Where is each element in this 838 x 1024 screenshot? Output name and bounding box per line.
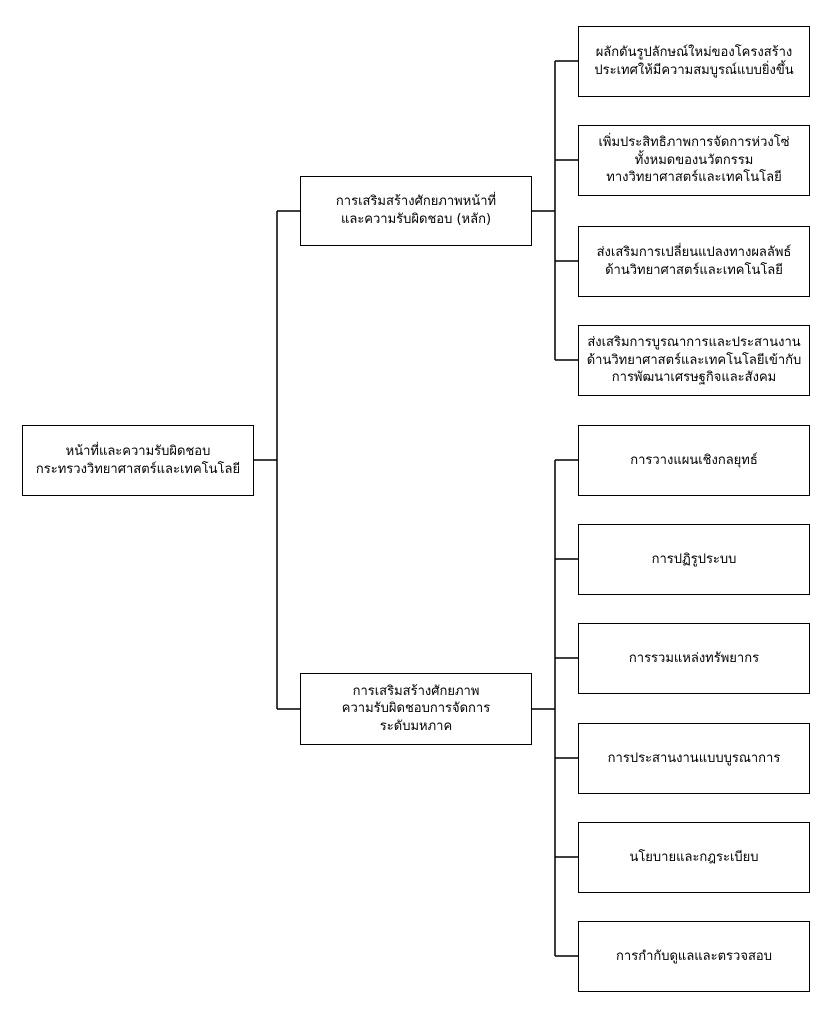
- leaf-node: การประสานงานแบบบูรณาการ: [578, 723, 810, 794]
- leaf-node: ผลักดันรูปลักษณ์ใหม่ของโครงสร้าง ประเทศใ…: [578, 26, 810, 97]
- leaf-node-label: นโยบายและกฎระเบียบ: [629, 849, 759, 865]
- leaf-node-label: ผลักดันรูปลักษณ์ใหม่ของโครงสร้าง ประเทศใ…: [594, 44, 794, 78]
- leaf-node: การรวมแหล่งทรัพยากร: [578, 623, 810, 694]
- leaf-node-label: เพิ่มประสิทธิภาพการจัดการห่วงโซ่ ทั้งหมด…: [598, 135, 790, 186]
- leaf-node: การวางแผนเชิงกลยุทธ์: [578, 425, 810, 496]
- root-node: หน้าที่และความรับผิดชอบ กระทรวงวิทยาศาสต…: [22, 425, 254, 496]
- leaf-node-label: การปฏิรูประบบ: [651, 551, 737, 567]
- leaf-node: เพิ่มประสิทธิภาพการจัดการห่วงโซ่ ทั้งหมด…: [578, 125, 810, 196]
- branch-node-label: การเสริมสร้างศักยภาพ ความรับผิดชอบการจัด…: [341, 683, 491, 734]
- leaf-node: นโยบายและกฎระเบียบ: [578, 822, 810, 893]
- branch-node-core-responsibilities: การเสริมสร้างศักยภาพหน้าที่ และความรับผิ…: [300, 176, 532, 246]
- leaf-node: ส่งเสริมการเปลี่ยนแปลงทางผลลัพธ์ ด้านวิท…: [578, 226, 810, 297]
- leaf-node-label: การรวมแหล่งทรัพยากร: [628, 650, 760, 666]
- leaf-node: การปฏิรูประบบ: [578, 524, 810, 595]
- leaf-node-label: ส่งเสริมการบูรณาการและประสานงาน ด้านวิทย…: [586, 335, 802, 386]
- leaf-node: การกำกับดูแลและตรวจสอบ: [578, 921, 810, 992]
- leaf-node-label: การกำกับดูแลและตรวจสอบ: [616, 948, 772, 964]
- leaf-node: ส่งเสริมการบูรณาการและประสานงาน ด้านวิทย…: [578, 325, 810, 396]
- root-node-label: หน้าที่และความรับผิดชอบ กระทรวงวิทยาศาสต…: [35, 443, 241, 477]
- leaf-node-label: การประสานงานแบบบูรณาการ: [607, 750, 781, 766]
- branch-node-label: การเสริมสร้างศักยภาพหน้าที่ และความรับผิ…: [335, 194, 497, 227]
- leaf-node-label: ส่งเสริมการเปลี่ยนแปลงทางผลลัพธ์ ด้านวิท…: [596, 244, 792, 278]
- leaf-node-label: การวางแผนเชิงกลยุทธ์: [630, 452, 758, 468]
- branch-node-macro-management: การเสริมสร้างศักยภาพ ความรับผิดชอบการจัด…: [300, 673, 532, 745]
